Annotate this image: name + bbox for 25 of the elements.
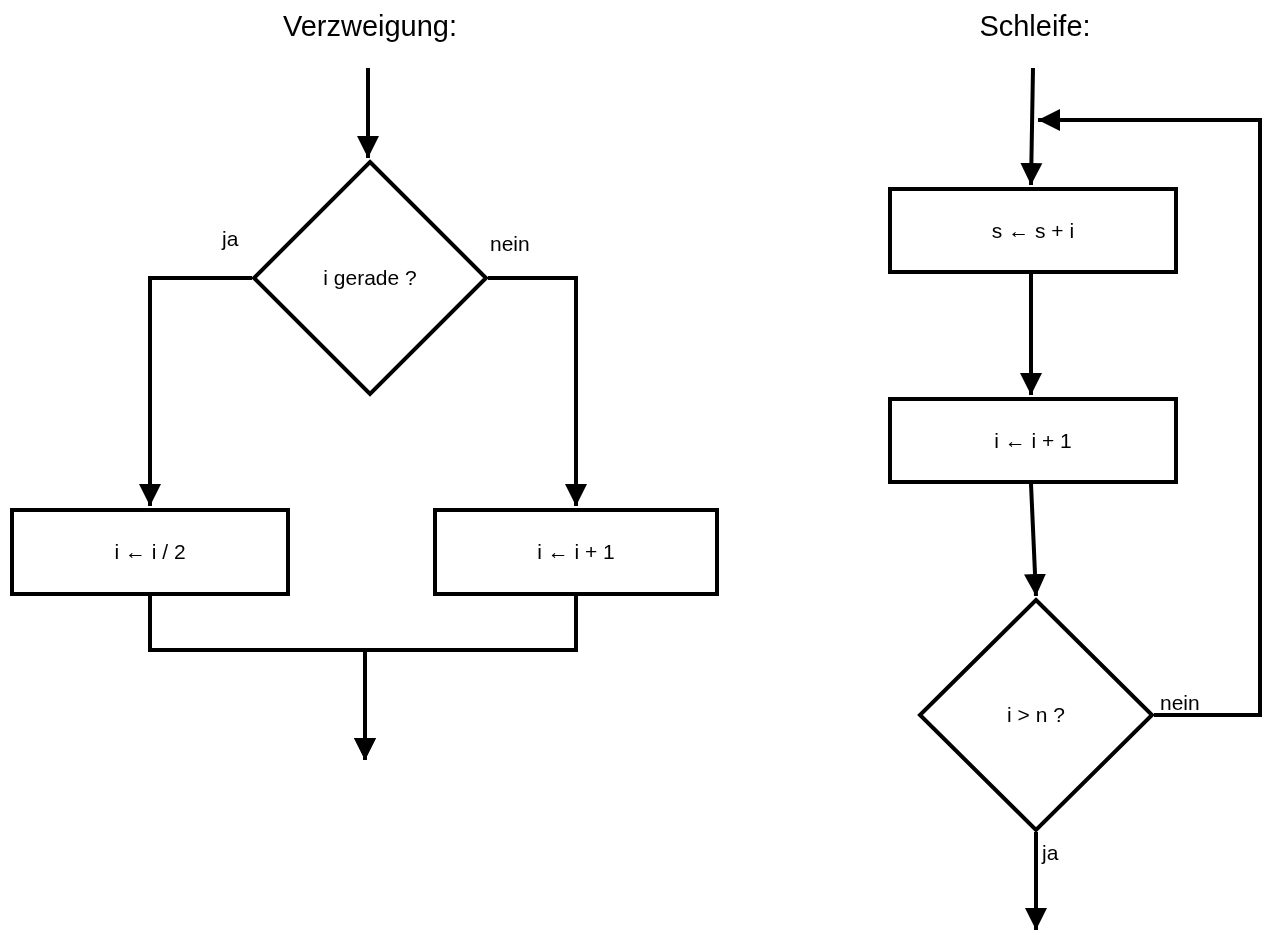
arrow: [488, 276, 587, 506]
assignment-text: i ← i + 1: [537, 540, 615, 564]
edge-label: ja: [222, 228, 239, 249]
process-box: [888, 187, 1178, 274]
edge-label: ja: [1042, 842, 1059, 863]
arrow: [139, 276, 252, 506]
diagram-heading: Schleife:: [979, 10, 1091, 43]
edge-label: nein: [490, 233, 530, 254]
arrow: [1020, 274, 1042, 395]
assignment-text: i ← i / 2: [114, 540, 186, 564]
condition-text: i gerade ?: [323, 266, 417, 290]
arrow: [1038, 109, 1262, 717]
arrow: [357, 68, 379, 158]
process-box: [888, 397, 1178, 484]
arrow: [354, 596, 578, 760]
arrow: [1024, 483, 1046, 597]
condition-text: i > n ?: [1007, 703, 1065, 727]
process-box: [433, 508, 719, 596]
arrow: [1020, 67, 1043, 186]
assignment-text: s ← s + i: [991, 218, 1075, 243]
process-box: [10, 508, 290, 596]
edge-label: nein: [1160, 692, 1200, 713]
assignment-text: i ← i + 1: [994, 428, 1072, 453]
arrow: [1025, 832, 1047, 930]
diagram-heading: Verzweigung:: [282, 10, 458, 43]
